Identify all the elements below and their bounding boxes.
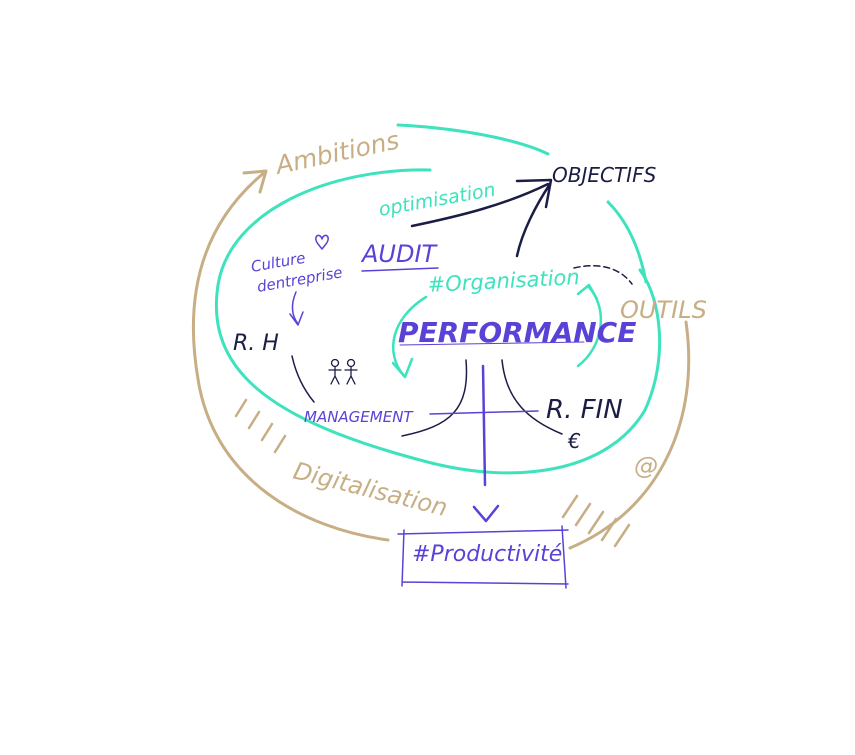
outer-loop-right: [568, 320, 691, 550]
label-at-sign: @: [634, 452, 658, 480]
two-people-icon: [328, 358, 358, 385]
performance-underline: [399, 341, 585, 346]
hatch-marks-right: [561, 494, 631, 548]
culture-arrowhead: [289, 311, 304, 326]
label-digitalisation: Digitalisation: [291, 457, 451, 522]
label-rh: R. H: [233, 331, 279, 356]
arrow-optimisation-to-objectifs: [410, 182, 550, 228]
outer-loop-arrowhead: [242, 169, 268, 194]
label-audit: AUDIT: [360, 240, 439, 268]
objectifs-arrowhead: [515, 178, 553, 209]
arrow-organisation-to-objectifs: [515, 182, 552, 258]
label-management: MANAGEMENT: [304, 408, 414, 426]
rh-to-management-line: [291, 355, 315, 403]
teal-main-loop: [215, 168, 662, 475]
curve-right-under-performance: [501, 359, 563, 435]
label-outils: OUTILS: [620, 296, 707, 324]
label-productivite: #Productivité: [412, 542, 562, 567]
label-organisation: #Organisation: [427, 265, 580, 297]
hatch-marks-left: [234, 398, 287, 454]
teal-right-arc: [606, 200, 648, 284]
productivite-arrowhead: [472, 504, 500, 523]
outer-loop-left: [191, 170, 390, 542]
heart-icon: [315, 234, 329, 250]
label-optimisation: optimisation: [377, 179, 497, 221]
teal-right-arrowhead: [576, 283, 599, 301]
label-rfin: R. FIN: [546, 395, 623, 425]
label-objectifs: OBJECTIFS: [552, 163, 657, 187]
vertical-line-to-productivite: [481, 364, 487, 487]
audit-underline: [361, 267, 439, 272]
productivite-box: [397, 525, 569, 589]
label-performance: PERFORMANCE: [398, 316, 636, 349]
label-euro: €: [567, 429, 581, 453]
teal-top-arc: [396, 123, 550, 156]
teal-left-arrowhead: [391, 357, 414, 379]
dashed-link: [573, 265, 633, 285]
